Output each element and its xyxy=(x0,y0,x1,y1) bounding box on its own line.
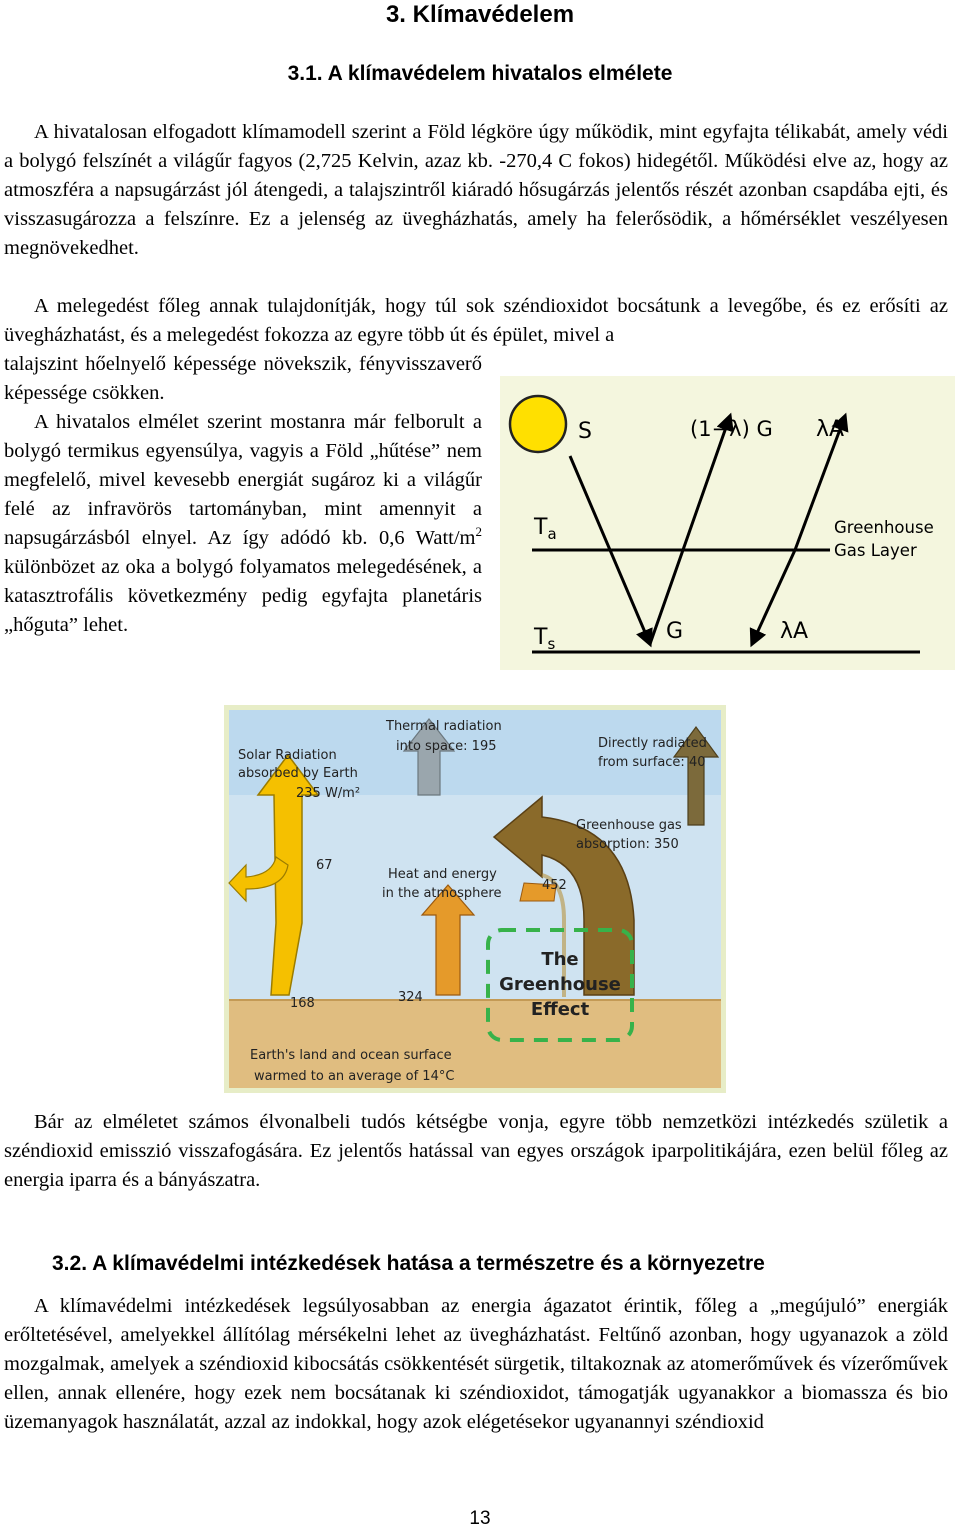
layer-label-2: Gas Layer xyxy=(834,541,917,560)
heat-up-arrow xyxy=(420,884,476,996)
solar-label-2: absorbed by Earth xyxy=(238,766,358,781)
greenhouse-effect-diagram: Solar Radiation absorbed by Earth 235 W/… xyxy=(224,705,726,1093)
effect-label-3: Effect xyxy=(531,999,590,1020)
surface-label-2: warmed to an average of 14°C xyxy=(254,1069,454,1084)
label-s: S xyxy=(578,419,592,444)
section-title-3-2: 3.2. A klímavédelmi intézkedések hatása … xyxy=(52,1252,765,1275)
chapter-title: 3. Klímavédelem xyxy=(385,1,575,28)
value-67: 67 xyxy=(316,858,333,873)
paragraph-2-narrow: talajszint hőelnyelő képessége növekszik… xyxy=(4,353,482,404)
label-g-up: (1−λ) G xyxy=(690,417,773,441)
greenhouse-layer-diagram: S (1−λ) G λA Ta Greenhouse Gas Layer Ts … xyxy=(500,376,955,670)
label-g-down: G xyxy=(666,619,683,644)
paragraph-1: A hivatalosan elfogadott klímamodell sze… xyxy=(4,121,948,259)
effect-label-2: Greenhouse xyxy=(499,974,621,995)
label-la-down: λA xyxy=(780,619,808,644)
surface-label-1: Earth's land and ocean surface xyxy=(250,1048,452,1063)
solar-label-3: 235 W/m² xyxy=(296,786,360,801)
paragraph-3: A hivatalos elmélet szerint mostanra már… xyxy=(4,411,482,636)
paragraph-5: A klímavédelmi intézkedések legsúlyosabb… xyxy=(4,1295,948,1433)
section-title-3-1: 3.1. A klímavédelem hivatalos elmélete xyxy=(287,62,673,85)
greenhouse-effect-box xyxy=(486,928,634,1042)
label-ts: Ts xyxy=(533,625,555,653)
ghg-label-1: Greenhouse gas xyxy=(576,818,682,833)
value-324: 324 xyxy=(398,990,423,1005)
layer-up-arrow xyxy=(793,412,849,551)
layer-label-1: Greenhouse xyxy=(834,518,934,537)
sun-icon xyxy=(508,394,568,454)
value-452: 452 xyxy=(542,878,567,893)
direct-label-2: from surface: 40 xyxy=(598,755,706,770)
page-number: 13 xyxy=(469,1508,491,1529)
atmosphere-absorption-arrow xyxy=(228,856,289,903)
thermal-space-arrow xyxy=(402,718,456,796)
direct-radiation-arrow xyxy=(672,725,720,826)
heat-label-2: in the atmosphere xyxy=(382,886,501,901)
solar-arrow xyxy=(568,455,653,648)
thermal-label-2: into space: 195 xyxy=(396,739,497,754)
effect-label-1: The xyxy=(541,949,578,970)
direct-label-1: Directly radiated xyxy=(598,736,707,751)
label-ta: Ta xyxy=(533,515,557,543)
greenhouse-gas-arrow xyxy=(492,795,635,996)
layer-down-arrow xyxy=(749,549,797,648)
paragraph-4: Bár az elméletet számos élvonalbeli tudó… xyxy=(4,1111,948,1191)
ground-emission-arrow xyxy=(648,412,734,645)
back-radiation-arrow xyxy=(519,882,557,902)
heat-label-1: Heat and energy xyxy=(388,867,497,882)
value-168: 168 xyxy=(290,996,315,1011)
solar-label-1: Solar Radiation xyxy=(238,748,337,763)
thermal-label-1: Thermal radiation xyxy=(385,719,502,734)
paragraph-2-full: A melegedést főleg annak tulajdonítják, … xyxy=(4,295,948,346)
label-la-up: λA xyxy=(816,417,844,442)
ghg-label-2: absorption: 350 xyxy=(576,837,679,852)
